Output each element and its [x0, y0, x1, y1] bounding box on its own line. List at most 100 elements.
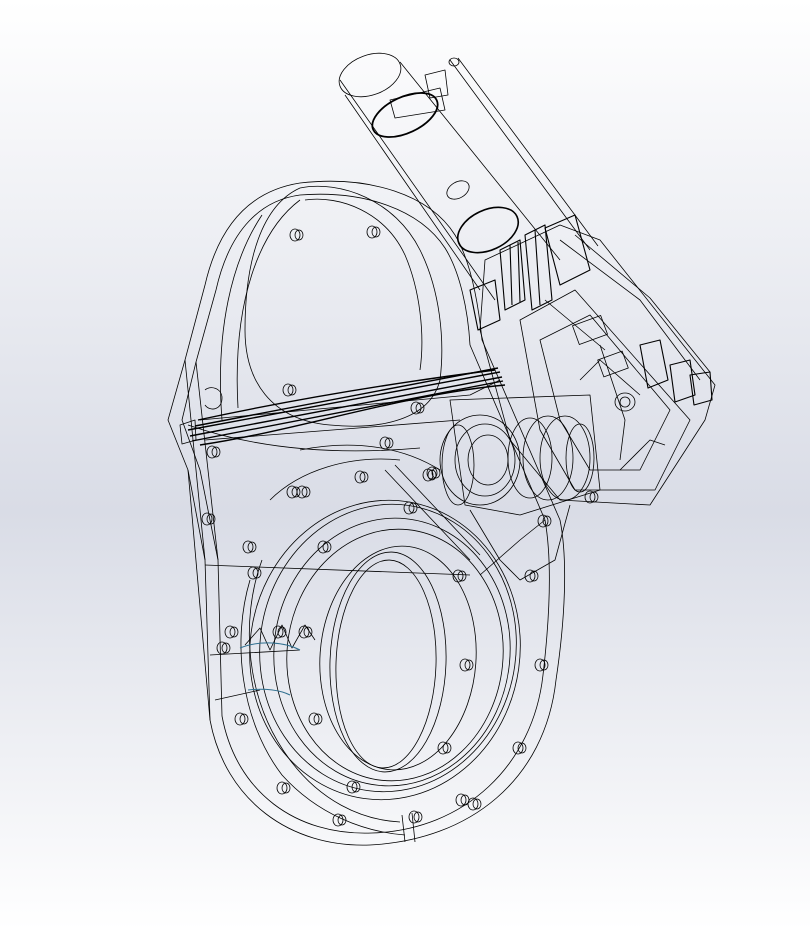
bolt-hole	[216, 641, 228, 655]
bolt-hole-counterbore	[539, 659, 549, 671]
bolt-hole-counterbore	[457, 570, 467, 582]
bolt-hole	[437, 741, 449, 755]
bolt-hole-counterbore	[221, 642, 231, 654]
bolt-hole	[224, 625, 236, 639]
arc	[384, 464, 481, 561]
slot	[204, 387, 223, 410]
bolt-hole-counterbore	[211, 446, 221, 458]
bolt-hole	[317, 540, 329, 554]
bolt-hole-counterbore	[337, 814, 347, 826]
bolt-hole	[247, 566, 259, 580]
bearing-ring	[507, 417, 553, 499]
bolt-hole-counterbore	[247, 541, 257, 553]
bolt-hole-counterbore	[431, 467, 441, 479]
bolt-hole	[524, 569, 536, 583]
bolt-hole-counterbore	[517, 742, 527, 754]
bolt-hole	[467, 797, 479, 811]
motor-connector	[572, 315, 608, 345]
tube-rod	[449, 57, 599, 251]
ring-flange-2	[240, 579, 406, 836]
bolt-hole-counterbore	[277, 626, 287, 638]
bolt-hole-counterbore	[351, 781, 361, 793]
bearing-stack[interactable]	[439, 394, 601, 581]
tube-end-cap	[338, 52, 402, 98]
bore-inner	[335, 559, 437, 769]
housing-inner-outline	[181, 193, 550, 834]
motor-tube[interactable]	[333, 45, 599, 301]
bolt-hole	[379, 436, 391, 450]
bearing-ring	[522, 415, 574, 501]
bolt-hole-counterbore	[529, 570, 539, 582]
housing-upper-lobe-inner	[304, 198, 423, 371]
bolt-hole-counterbore	[229, 626, 239, 638]
fitting	[639, 339, 696, 403]
bolt-hole	[537, 514, 549, 528]
housing-outline	[167, 180, 566, 846]
bolt-hole	[455, 793, 467, 807]
bearing-housing	[449, 394, 601, 516]
bolt-hole-counterbore	[413, 811, 423, 823]
tube-body	[339, 61, 561, 301]
large-bore-ring[interactable]	[230, 483, 539, 836]
bolt-hole	[403, 501, 415, 515]
motor-port-inner	[619, 396, 631, 408]
ring-flange	[248, 559, 401, 823]
bolt-hole	[296, 485, 308, 499]
motor-block-face	[519, 289, 691, 491]
bolt-hole-counterbore	[239, 713, 249, 725]
bolt-hole	[366, 225, 378, 239]
bolt-hole	[512, 741, 524, 755]
bearing-ring	[454, 423, 516, 497]
ring-outer	[249, 499, 521, 801]
bolt-hole-counterbore	[313, 713, 323, 725]
housing-side-edge	[184, 359, 219, 721]
bolt-hole-counterbore	[371, 226, 381, 238]
bolt-hole-counterbore	[303, 626, 313, 638]
belt-strand	[197, 369, 496, 421]
tube-clamp	[389, 69, 449, 119]
belt-strand	[199, 384, 506, 446]
ring-accent-line	[239, 642, 301, 696]
drive-belt[interactable]	[187, 367, 506, 446]
latch	[179, 419, 197, 445]
bearing-ring	[441, 424, 475, 506]
belt-strand	[187, 371, 501, 431]
bolt-hole-counterbore	[359, 471, 369, 483]
bolt-hole-counterbore	[252, 567, 262, 579]
bolt-hole-counterbore	[322, 541, 332, 553]
motor-connector	[597, 350, 629, 378]
ring-inner-lip	[319, 545, 477, 771]
bolt-holes[interactable]	[201, 225, 599, 827]
bolt-hole	[289, 228, 301, 242]
bolt-hole	[408, 810, 420, 824]
motor-block-inner	[539, 314, 671, 471]
housing-details	[179, 387, 481, 843]
fitting	[524, 224, 553, 311]
bolt-hole	[272, 625, 284, 639]
bolt-hole	[534, 658, 546, 672]
housing-flange-line	[204, 564, 471, 701]
bolt-hole-counterbore	[408, 502, 418, 514]
bolt-hole	[452, 569, 464, 583]
fitting	[499, 239, 526, 311]
fitting	[469, 279, 501, 331]
bolt-hole-counterbore	[281, 782, 291, 794]
housing-rib	[220, 199, 301, 421]
fitting	[689, 371, 713, 406]
bolt-hole-counterbore	[301, 486, 311, 498]
bolt-hole	[332, 813, 344, 827]
motor-fittings[interactable]	[469, 214, 713, 406]
bolt-hole	[426, 466, 438, 480]
bolt-hole	[201, 512, 213, 526]
bolt-hole-counterbore	[472, 798, 482, 810]
fitting	[544, 214, 591, 286]
bolt-hole	[282, 383, 294, 397]
bolt-hole	[234, 712, 246, 726]
bolt-hole-counterbore	[464, 659, 474, 671]
bearing-ring	[439, 414, 521, 506]
bolt-hole-counterbore	[415, 402, 425, 414]
tube-rod-end	[448, 57, 460, 67]
